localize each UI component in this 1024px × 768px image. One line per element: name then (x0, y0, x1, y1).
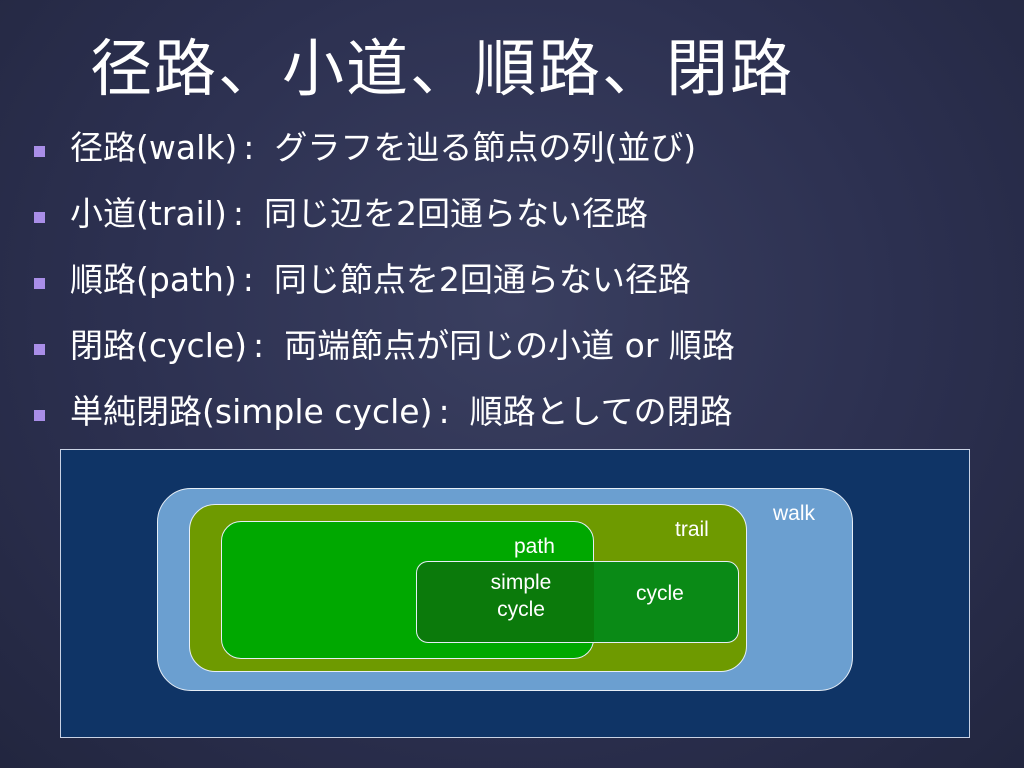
bullet-definition: 同じ節点を2回通らない径路 (273, 260, 691, 299)
bullet-term: 小道(trail) (70, 194, 227, 233)
simple-cycle-label-line1: simple (490, 571, 552, 594)
simple-cycle-label-line2: cycle (497, 598, 545, 622)
square-bullet-icon (34, 410, 45, 421)
bullet-term: 径路(walk) (70, 128, 238, 167)
bullet-colon: : (243, 128, 255, 167)
bullet-item-simple-cycle: 単純閉路(simple cycle): 順路としての閉路 (32, 392, 735, 460)
bullet-definition: 両端節点が同じの小道 or 順路 (284, 326, 735, 365)
bullet-definition: 順路としての閉路 (469, 392, 733, 431)
bullet-item-path: 順路(path): 同じ節点を2回通らない径路 (32, 260, 735, 328)
bullet-term: 閉路(cycle) (70, 326, 248, 365)
walk-label: walk (773, 502, 816, 525)
slide-title: 径路、小道、順路、閉路 (90, 32, 795, 105)
square-bullet-icon (34, 146, 45, 157)
simple-cycle-label: simple cycle (483, 569, 559, 624)
bullet-colon: : (438, 392, 450, 431)
bullet-item-walk: 径路(walk): グラフを辿る節点の列(並び) (32, 128, 735, 196)
bullet-colon: : (242, 260, 254, 299)
bullet-item-cycle: 閉路(cycle): 両端節点が同じの小道 or 順路 (32, 326, 735, 394)
cycle-label: cycle (636, 582, 684, 605)
bullet-definition: 同じ辺を2回通らない径路 (263, 194, 648, 233)
definition-list: 径路(walk):グラフを辿る節点の列(並び) 小道(trail):同じ辺を2回… (32, 128, 735, 460)
bullet-colon: : (232, 194, 244, 233)
square-bullet-icon (34, 344, 45, 355)
bullet-colon: : (253, 326, 265, 365)
bullet-term: 単純閉路(simple cycle) (70, 392, 433, 431)
bullet-item-trail: 小道(trail): 同じ辺を2回通らない径路 (32, 194, 735, 262)
simple-cycle-region (416, 561, 594, 643)
venn-diagram: walk trail path cycle simple cycle (60, 449, 970, 738)
trail-label: trail (675, 518, 709, 541)
square-bullet-icon (34, 278, 45, 289)
path-label: path (514, 535, 555, 558)
square-bullet-icon (34, 212, 45, 223)
bullet-term: 順路(path) (70, 260, 237, 299)
bullet-definition: グラフを辿る節点の列(並び) (274, 128, 697, 167)
